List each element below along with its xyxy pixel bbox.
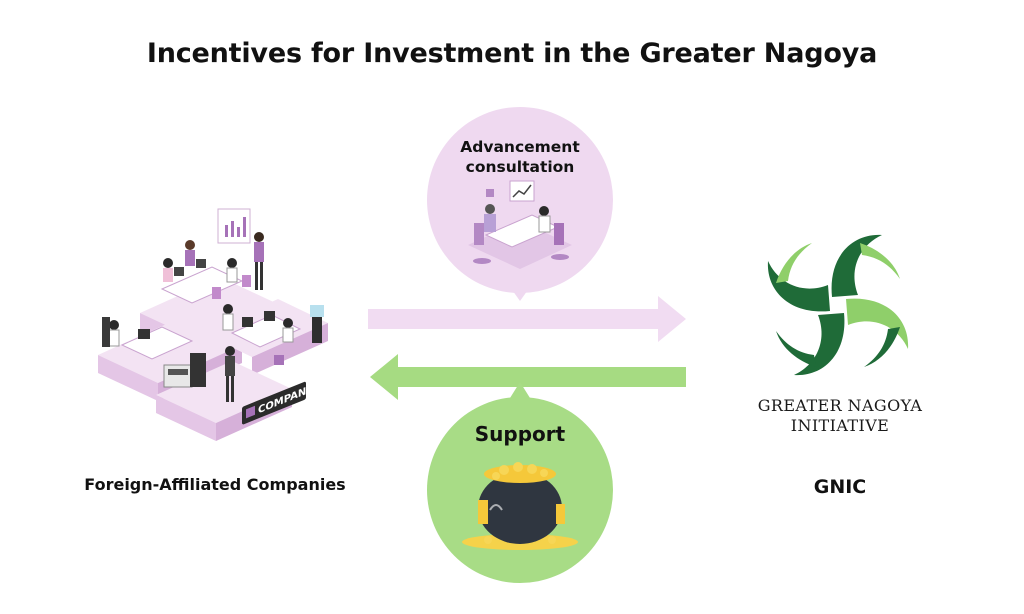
logo-line2: INITIATIVE	[790, 416, 890, 435]
support-bubble	[427, 382, 613, 583]
office-illustration: COMPANY	[98, 208, 328, 441]
advancement-consultation-label: Advancement consultation	[420, 137, 620, 177]
advancement-label-line1: Advancement	[460, 138, 580, 156]
left-caption: Foreign-Affiliated Companies	[84, 475, 346, 494]
arrow-right	[368, 296, 686, 342]
advancement-label-line2: consultation	[465, 158, 575, 176]
logo-wordmark: GREATER NAGOYA INITIATIVE	[730, 396, 950, 436]
support-label: Support	[474, 422, 566, 446]
page-title: Incentives for Investment in the Greater…	[146, 38, 878, 69]
greater-nagoya-initiative-logo	[767, 234, 909, 376]
arrow-left	[370, 354, 686, 400]
right-caption: GNIC	[813, 476, 867, 498]
advancement-consultation-bubble	[427, 107, 613, 301]
logo-line1: GREATER NAGOYA	[757, 396, 923, 415]
